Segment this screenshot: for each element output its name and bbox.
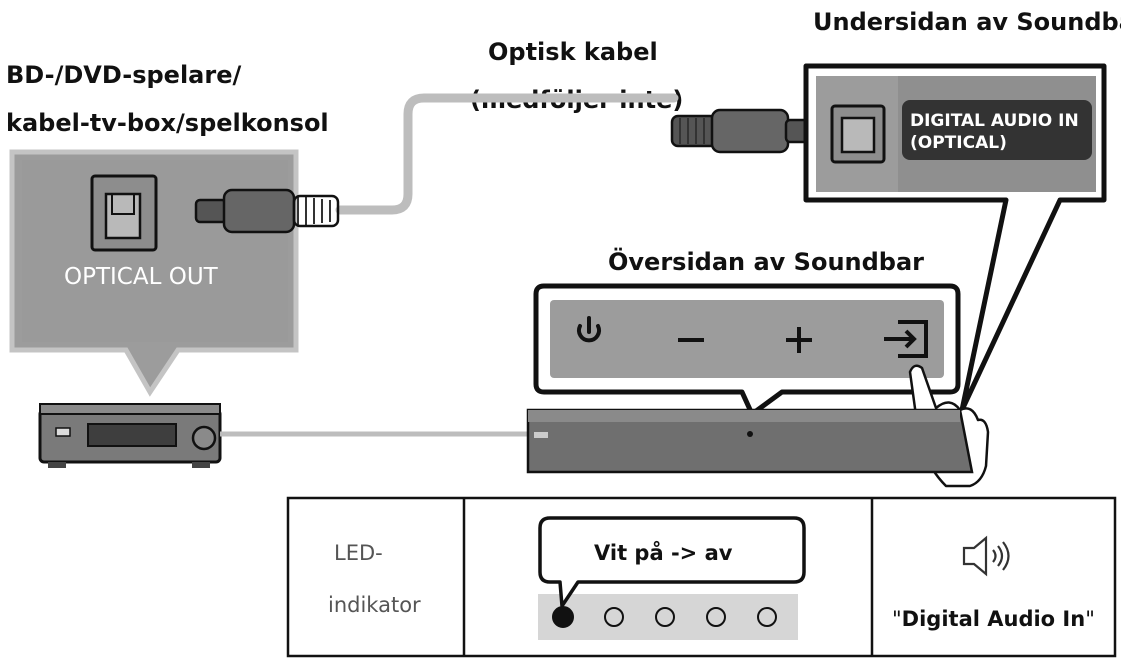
- digital-audio-in-label-line1: DIGITAL AUDIO IN: [910, 111, 1079, 131]
- source-device-label-line2: kabel-tv-box/spelkonsol: [6, 109, 329, 137]
- led-2-off: [604, 607, 624, 627]
- cable-plug-soundbar: [670, 108, 818, 154]
- soundbar-bottom-label: Undersidan av Soundbar: [813, 8, 1121, 36]
- voice-prompt-text: "Digital Audio In": [892, 607, 1095, 631]
- optical-out-label: OPTICAL OUT: [64, 264, 219, 290]
- optical-port-icon: [90, 174, 158, 252]
- optical-cable: [335, 93, 679, 215]
- digital-audio-in-label-line2: (OPTICAL): [910, 133, 1007, 153]
- source-device-label-line1: BD-/DVD-spelare/: [6, 61, 241, 89]
- led-strip: [538, 594, 798, 640]
- callout-bubble: Vit på -> av: [538, 516, 806, 608]
- cable-label-line1: Optisk kabel: [488, 38, 658, 66]
- input-source-icon: [884, 320, 928, 358]
- soundbar: [526, 408, 974, 474]
- led-table: LED- indikator Vit på -> av "Digital Aud…: [286, 496, 1117, 658]
- power-icon: [577, 316, 601, 343]
- callout-text: Vit på -> av: [594, 540, 733, 565]
- plus-icon: [786, 327, 812, 353]
- led-indicators: [552, 606, 777, 628]
- soundbar-bottom-panel: DIGITAL AUDIO IN (OPTICAL): [803, 63, 1107, 413]
- soundbar-top-panel: [533, 283, 961, 417]
- soundbar-top-label: Översidan av Soundbar: [608, 246, 924, 276]
- led-label-line1: LED-: [334, 541, 383, 565]
- speaker-sound-icon: [962, 535, 1010, 577]
- cable-plug-source: [194, 188, 340, 234]
- optical-port-icon-soundbar: [830, 104, 886, 164]
- led-3-off: [655, 607, 675, 627]
- led-4-off: [706, 607, 726, 627]
- source-port-panel: OPTICAL OUT: [9, 149, 299, 397]
- source-device: [38, 403, 222, 468]
- led-5-off: [757, 607, 777, 627]
- led-label-line2: indikator: [328, 593, 421, 617]
- voice-prompt-value: Digital Audio In: [902, 607, 1086, 631]
- led-1-on: [552, 606, 574, 628]
